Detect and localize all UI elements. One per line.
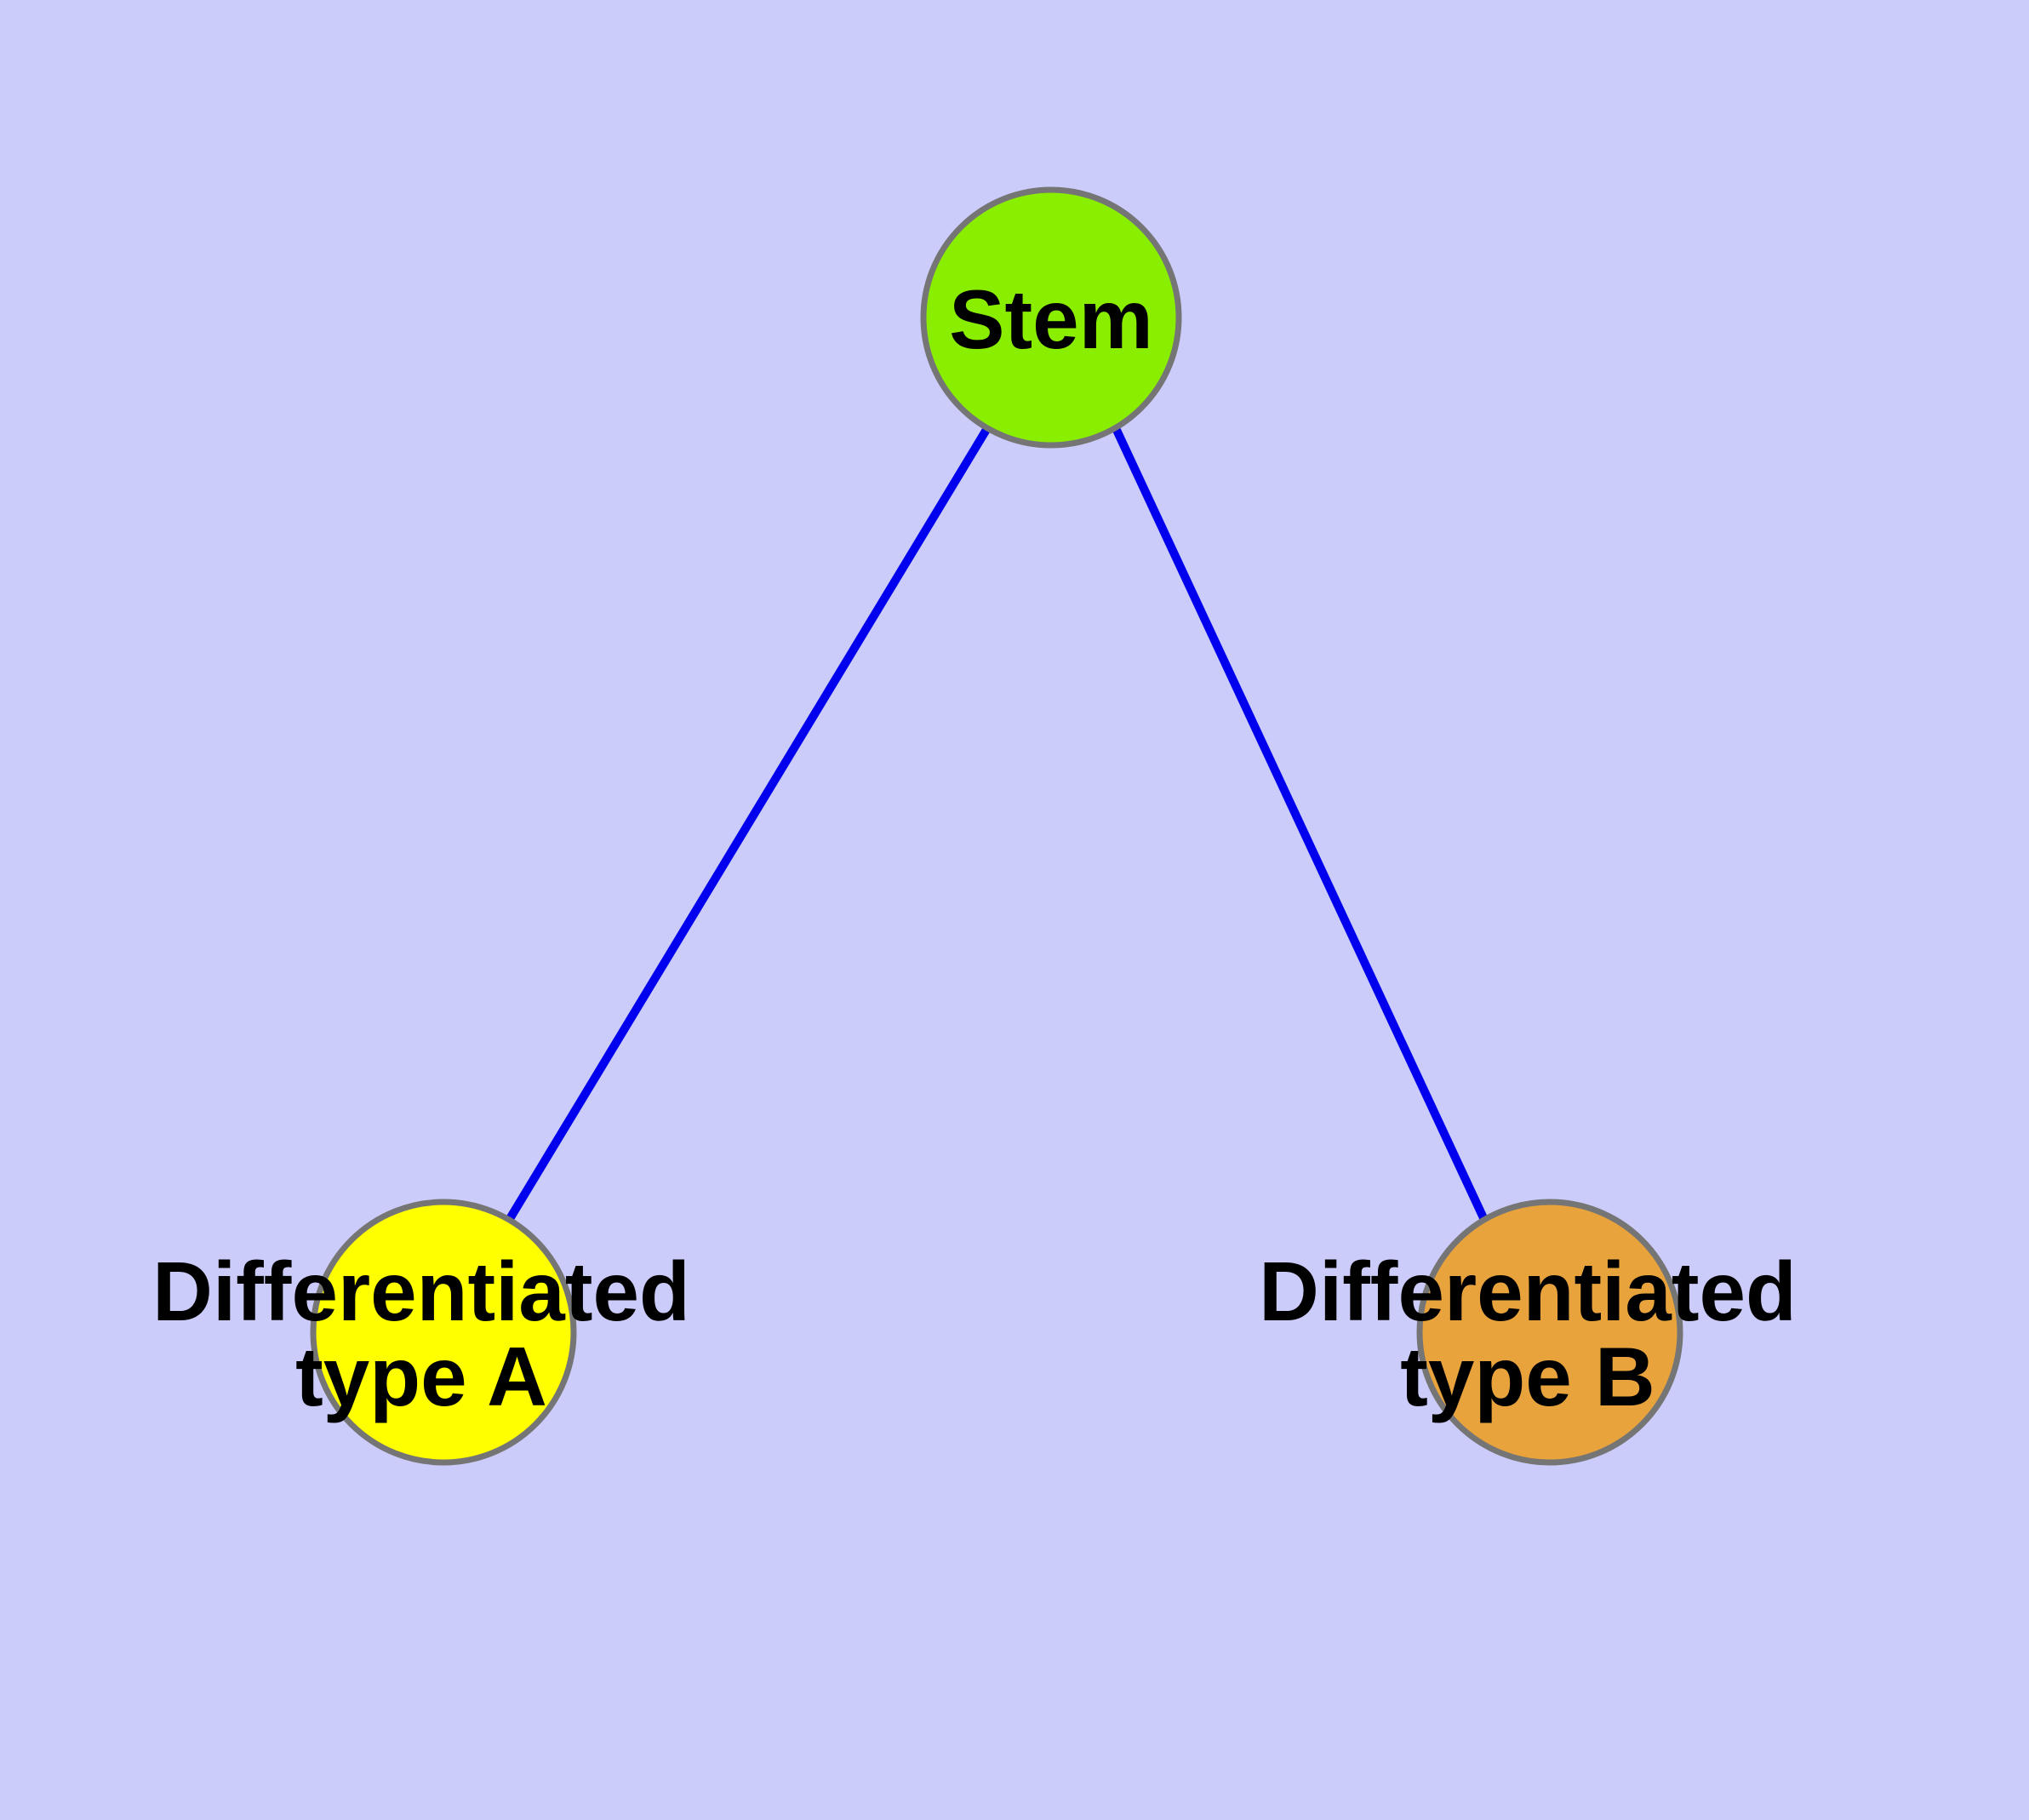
node-differentiated-type-a-label-line-1: Differentiated <box>152 1245 690 1338</box>
edge-stem-to-differentiated-type-b[interactable] <box>1112 426 1489 1224</box>
node-differentiated-type-a-label: Differentiated type A <box>152 1245 690 1423</box>
node-differentiated-type-b-label-line-2: type B <box>1400 1330 1655 1423</box>
node-differentiated-type-a-label-line-2: type A <box>295 1330 547 1423</box>
node-stem-circle[interactable] <box>920 186 1182 449</box>
node-stem[interactable]: Stem <box>920 186 1182 449</box>
node-stem-label-line-1: Stem <box>949 272 1153 366</box>
node-differentiated-type-b-circle[interactable] <box>1416 1199 1683 1466</box>
edge-stem-to-differentiated-type-a[interactable] <box>504 426 992 1224</box>
edge-layer <box>504 426 1489 1224</box>
node-differentiated-type-a[interactable] <box>310 1199 577 1466</box>
node-differentiated-type-b-label-line-1: Differentiated <box>1259 1245 1797 1338</box>
node-differentiated-type-b[interactable] <box>1416 1199 1683 1466</box>
node-layer: Stem Differentiated type A Differentiate… <box>152 186 1797 1466</box>
node-differentiated-type-a-circle[interactable] <box>310 1199 577 1466</box>
node-differentiated-type-b-label: Differentiated type B <box>1259 1245 1797 1423</box>
